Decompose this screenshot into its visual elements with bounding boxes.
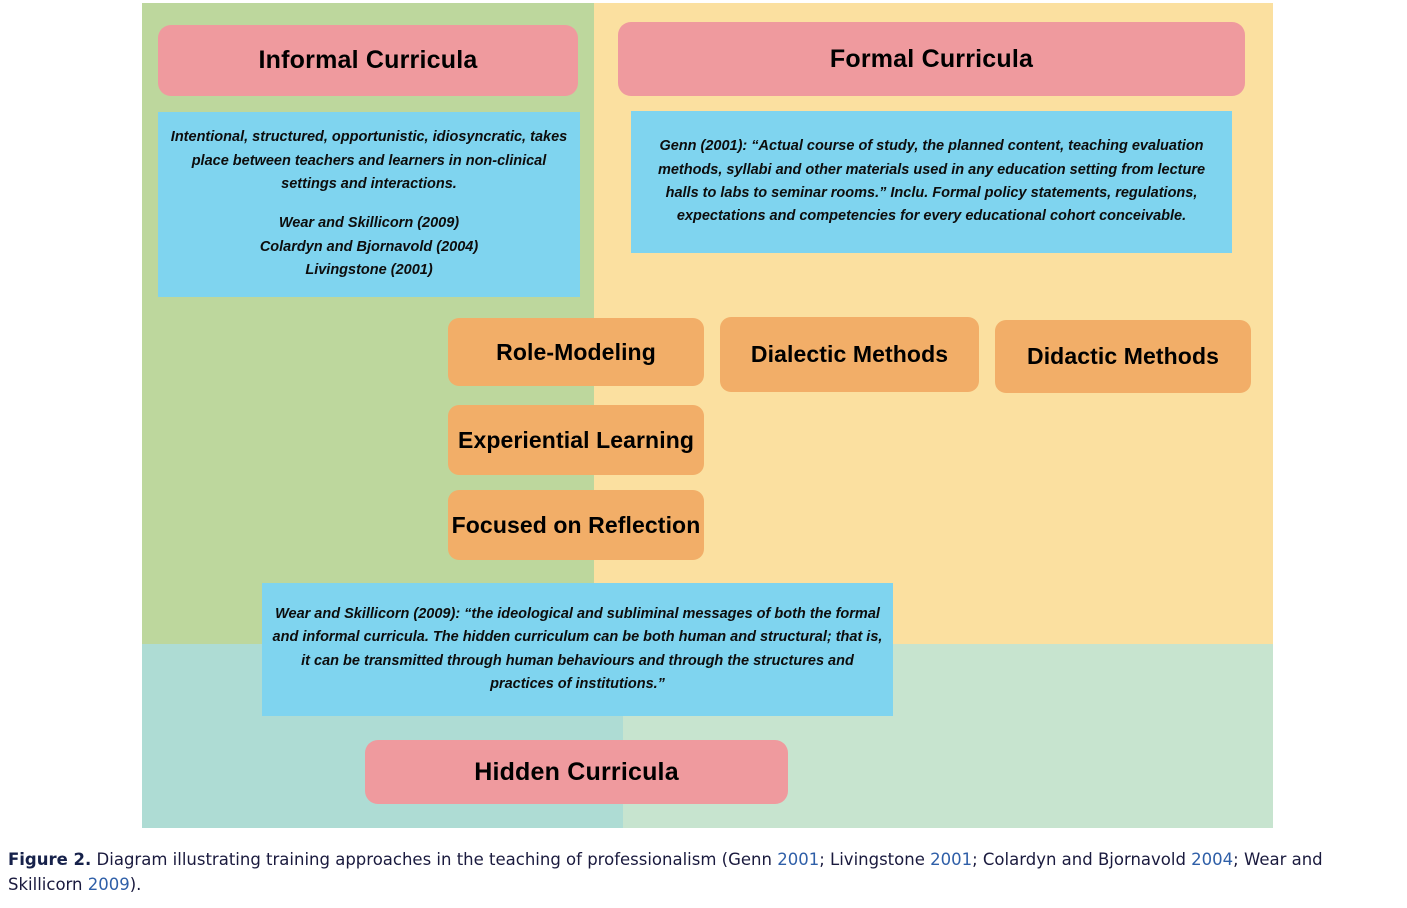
method-dialectic-methods: Dialectic Methods [720,317,979,392]
caption-text-part-5: ). [129,875,142,895]
informal-curricula-description: Intentional, structured, opportunistic, … [158,112,580,297]
informal-curricula-header: Informal Curricula [158,25,578,96]
method-experiential-learning: Experiential Learning [448,405,704,475]
informal-reference-1: Wear and Skillicorn (2009) [278,215,460,232]
citation-year-wear[interactable]: 2009 [87,875,130,895]
caption-text-part-3: ; Colardyn and Bjornavold [972,850,1192,869]
citation-year-livingstone[interactable]: 2001 [930,850,973,869]
formal-definition-text: Genn (2001): “Actual course of study, th… [657,138,1206,225]
formal-curricula-header: Formal Curricula [618,22,1245,96]
caption-text-part-4: ; Wear and Skillicorn [8,850,1323,895]
hidden-curricula-header: Hidden Curricula [365,740,788,804]
formal-curricula-description: Genn (2001): “Actual course of study, th… [631,111,1232,253]
informal-definition-text: Intentional, structured, opportunistic, … [170,129,568,193]
informal-reference-3: Livingstone (2001) [305,262,433,279]
caption-text-part-2: ; Livingstone [819,850,931,869]
method-role-modeling: Role-Modeling [448,318,704,386]
citation-year-genn[interactable]: 2001 [777,850,820,869]
figure-caption: Figure 2. Diagram illustrating training … [8,847,1400,897]
hidden-definition-text: Wear and Skillicorn (2009): “the ideolog… [272,605,883,692]
description-spacer [168,197,570,212]
figure-number-label: Figure 2. [8,850,92,869]
informal-reference-2: Colardyn and Bjornavold (2004) [259,238,479,255]
method-didactic-methods: Didactic Methods [995,320,1251,393]
citation-year-colardyn[interactable]: 2004 [1191,850,1234,869]
hidden-curricula-description: Wear and Skillicorn (2009): “the ideolog… [262,583,893,716]
figure-diagram: Informal Curricula Formal Curricula Inte… [142,3,1273,828]
caption-text-part-1: Diagram illustrating training approaches… [91,850,778,869]
method-focused-on-reflection: Focused on Reflection [448,490,704,560]
